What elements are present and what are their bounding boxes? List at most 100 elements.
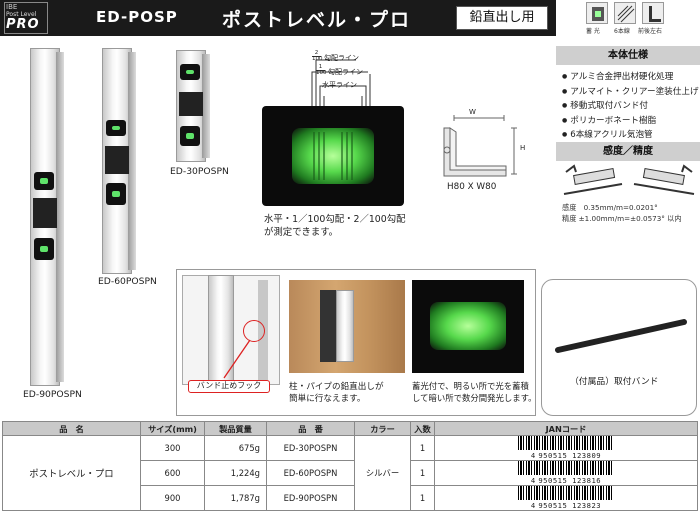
vial-glow [292, 128, 374, 184]
jan-cell: 4 950515 123823 [434, 485, 698, 511]
level-60-vial-bottom [106, 183, 126, 205]
barcode-image [518, 436, 614, 450]
accessory-frame [541, 279, 697, 416]
spec-item: 移動式取付バンド付 [562, 99, 698, 114]
qty-cell: 1 [410, 435, 435, 461]
accuracy-diagram [563, 164, 695, 195]
feature-icons: 蓄 光 6本線 前後左右 [584, 2, 698, 42]
precision-text: 精度 ±1.00mm/m=±0.0573° 以内 [562, 214, 682, 223]
annotation-2-fraction: 1 100 [316, 64, 327, 76]
level-90-vial-bottom [34, 238, 54, 260]
dimension-label: H80 X W80 [447, 182, 497, 192]
feature-label: 前後左右 [638, 28, 663, 35]
spec-item: アルマイト・クリアー塗装仕上げ [562, 85, 698, 100]
logo-top-text: IBE [6, 3, 18, 11]
weight-cell: 675g [204, 435, 267, 461]
level-60-label-plate [105, 146, 129, 174]
accessory-label: （付属品）取付バンド [570, 377, 659, 387]
qty-cell: 1 [410, 485, 435, 511]
feature-label: 6本線 [614, 28, 630, 35]
photo-glow-caption-1: 蓄光付で、明るい所で光を蓄積 [412, 381, 529, 391]
weight-cell: 1,224g [204, 460, 267, 486]
photo-post-band [320, 290, 338, 362]
jan-number: 950515 123816 [538, 476, 602, 485]
level-90-vial-top [34, 172, 54, 190]
band-image [555, 319, 687, 353]
dimension-h: H [520, 144, 526, 152]
photo-post-caption-1: 柱・パイプの鉛直出しが [289, 382, 384, 392]
dimension-w: W [469, 108, 476, 116]
annotation-1-fraction: 2 100 [312, 50, 323, 62]
size-cell: 300 [140, 435, 205, 461]
color-cell: シルバー [354, 435, 411, 511]
level-60-caption: ED-60POSPN [98, 276, 157, 287]
spec-list: アルミ合金押出材硬化処理 アルマイト・クリアー塗装仕上げ 移動式取付バンド付 ポ… [562, 70, 698, 143]
brand-logo [4, 2, 48, 34]
spec-heading: 本体仕様 [556, 46, 700, 65]
jan-number: 950515 123809 [538, 451, 602, 460]
level-30-caption: ED-30POSPN [170, 166, 229, 177]
code-cell: ED-90POSPN [266, 485, 355, 511]
table-header-row: 品 名 サイズ(mm) 製品質量 品 番 カラー 入数 JANコード [2, 421, 698, 436]
fraction-denominator: 100 [316, 70, 327, 76]
product-table: 品 名 サイズ(mm) 製品質量 品 番 カラー 入数 JANコード ポストレベ… [2, 421, 698, 511]
spec-item: アルミ合金押出材硬化処理 [562, 70, 698, 85]
col-header: 製品質量 [204, 421, 267, 436]
logo-brand-text: Post Level [6, 11, 37, 18]
col-header: サイズ(mm) [140, 421, 205, 436]
reversible-icon [642, 2, 664, 24]
model-number: ED-POSP [96, 8, 178, 26]
barcode-image [518, 461, 614, 475]
hook-highlight-circle [243, 320, 265, 342]
size-cell: 900 [140, 485, 205, 511]
code-cell: ED-60POSPN [266, 460, 355, 486]
jan-prefix: 4 [530, 501, 536, 510]
spec-item: ポリカーボネート樹脂 [562, 114, 698, 129]
fraction-denominator: 100 [312, 56, 323, 62]
size-cell: 600 [140, 460, 205, 486]
level-90-label-plate [33, 198, 57, 228]
level-30-label-plate [179, 92, 203, 116]
col-header: カラー [354, 421, 411, 436]
photo-glow-caption-2: して暗い所で数分間発光します。 [412, 393, 537, 403]
barcode-image [518, 486, 614, 500]
hook-pointer-line [223, 339, 251, 379]
level-30-edge [202, 54, 210, 158]
fraction-numerator: 2 [314, 50, 319, 56]
level-60-vial-top [106, 120, 126, 136]
level-30-vial-top [180, 64, 200, 80]
photo-glow-vial [430, 302, 506, 350]
annotation-3-text: 水平ライン [322, 81, 357, 89]
jan-cell: 4 950515 123816 [434, 460, 698, 486]
dimension-diagram [443, 115, 517, 177]
level-90-caption: ED-90POSPN [23, 389, 82, 400]
usage-tag: 鉛直出し用 [456, 6, 548, 30]
photo-hook-level [208, 275, 234, 385]
photo-post-caption-2: 簡単に行なえます。 [289, 394, 366, 404]
level-60-edge [128, 52, 136, 270]
code-cell: ED-30POSPN [266, 435, 355, 461]
product-title: ポストレベル・プロ [222, 9, 412, 31]
col-header: 品 名 [2, 421, 141, 436]
table-row: ポストレベル・プロ 300 675g ED-30POSPN シルバー 1 4 9… [2, 435, 698, 511]
hook-label: バンド止めフック [188, 380, 270, 393]
jan-number: 950515 123823 [538, 501, 602, 510]
col-header: 入数 [410, 421, 435, 436]
sensitivity-text: 感度 0.35mm/m=0.0201° [562, 203, 658, 212]
line-icon [614, 2, 636, 24]
product-name-cell: ポストレベル・プロ [2, 435, 141, 511]
spec-item: 6本線アクリル気泡管 [562, 128, 698, 143]
photo-post-level [336, 290, 354, 362]
col-header: 品 番 [266, 421, 355, 436]
vial-caption-1: 水平・1／100勾配・2／100勾配 [264, 214, 406, 225]
level-90-edge [56, 52, 64, 382]
vial-lines [313, 132, 353, 180]
vial-caption-2: が測定できます。 [264, 227, 339, 238]
annotation-2-text: 勾配ライン [328, 68, 363, 76]
table-row: 600 1,224g ED-60POSPN 1 4 950515 123816 [3, 460, 698, 486]
fraction-numerator: 1 [318, 64, 323, 70]
jan-prefix: 4 [530, 451, 536, 460]
glow-icon [586, 2, 608, 24]
weight-cell: 1,787g [204, 485, 267, 511]
accuracy-heading: 感度／精度 [556, 142, 700, 161]
